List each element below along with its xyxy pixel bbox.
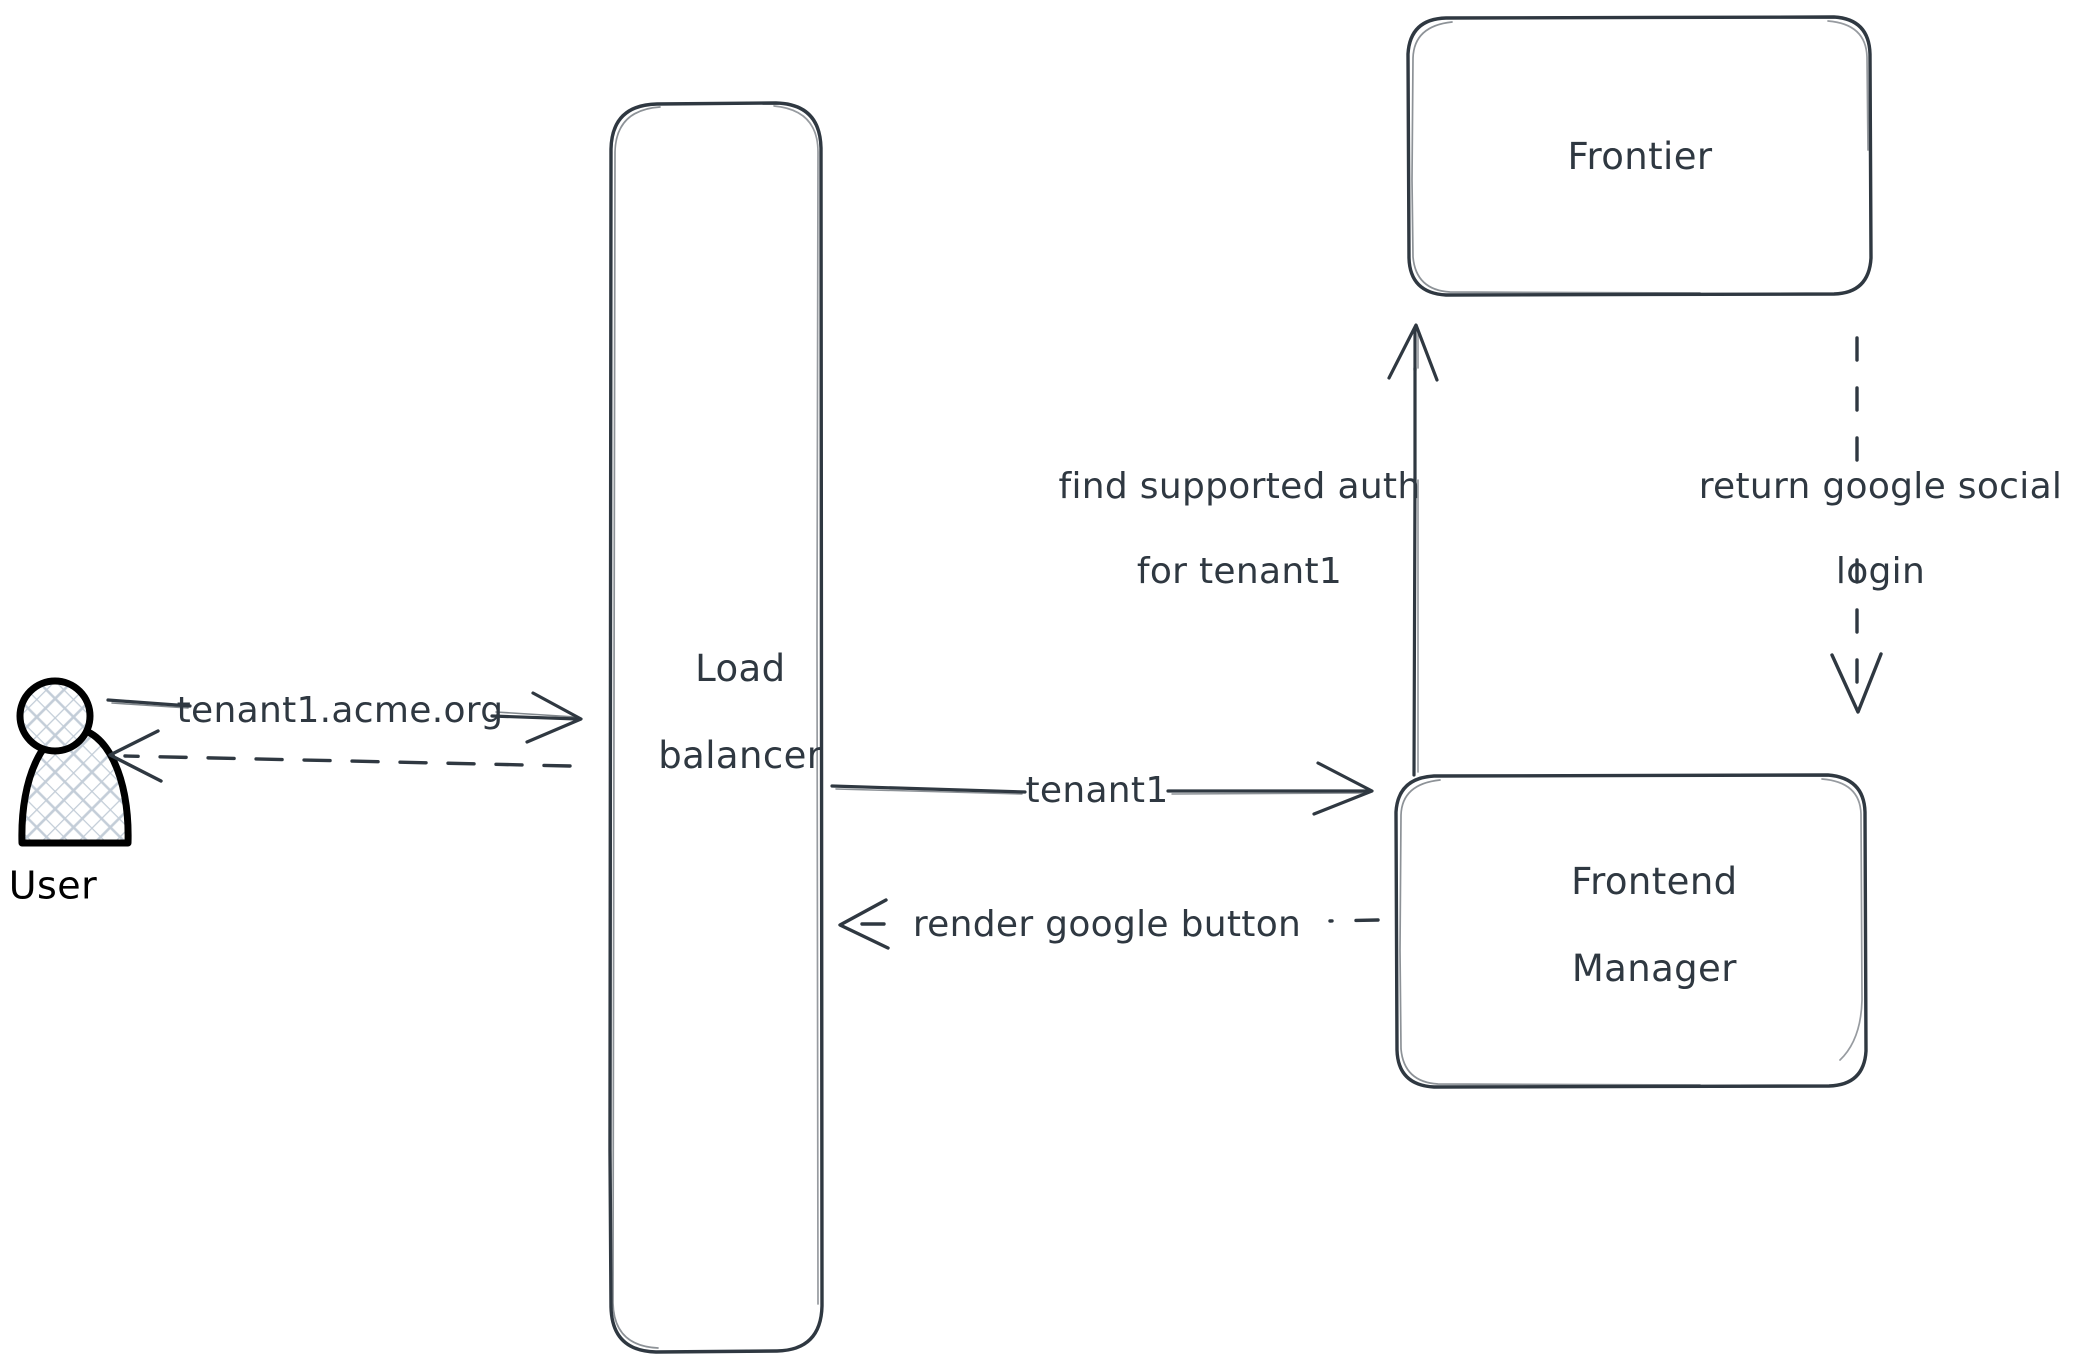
frontend-manager-shape[interactable]	[1394, 773, 1868, 1089]
edge-load-balancer-to-user-line[interactable]	[108, 729, 572, 783]
user-icon	[16, 677, 132, 847]
frontier-shape[interactable]	[1406, 15, 1873, 297]
edge-load-balancer-to-frontend-manager-line[interactable]	[830, 761, 1374, 816]
edge-frontier-to-frontend-manager-line[interactable]	[1830, 336, 1883, 714]
load-balancer-shape[interactable]	[608, 101, 824, 1354]
edge-user-to-load-balancer-line[interactable]	[106, 691, 583, 744]
edge-frontend-manager-to-load-balancer-line[interactable]	[838, 898, 1380, 950]
edge-frontend-manager-to-frontier-line[interactable]	[1387, 323, 1439, 777]
